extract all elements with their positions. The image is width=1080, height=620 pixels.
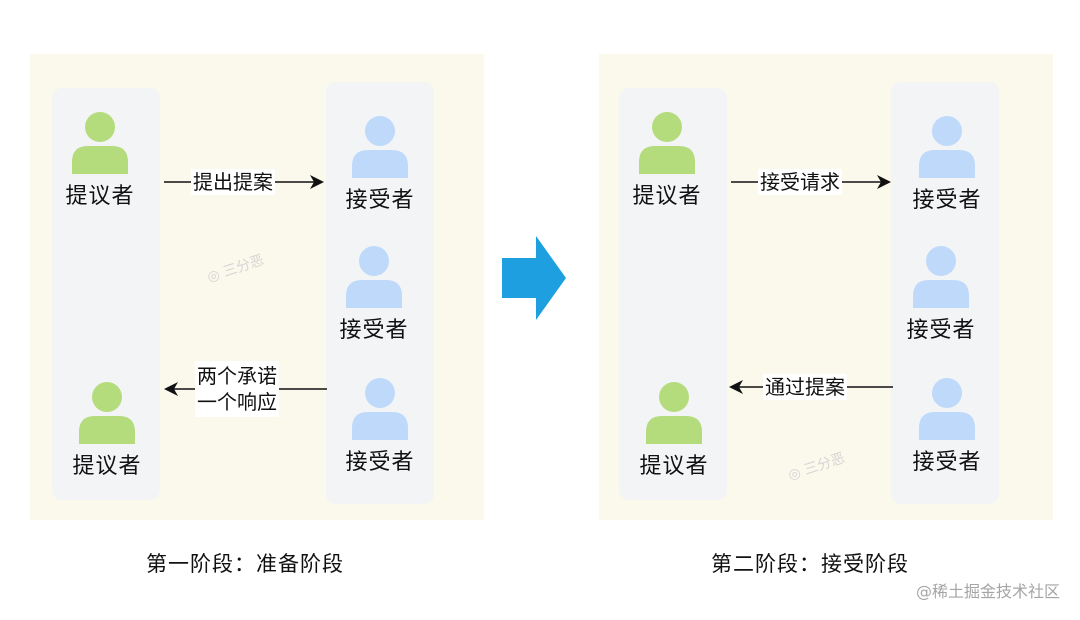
- promise-message-arrow: 两个承诺一个响应: [162, 361, 327, 417]
- acceptor-2: 接受者: [324, 244, 424, 344]
- accepted-label: 通过提案: [763, 374, 847, 400]
- user-icon: [352, 116, 408, 178]
- phase-transition-arrow: [502, 236, 566, 324]
- propose-message-label: 提出提案: [191, 169, 275, 195]
- user-icon: [646, 382, 702, 444]
- propose-message-arrow: 提出提案: [164, 169, 326, 195]
- proposer-label: 提议者: [639, 454, 709, 479]
- promise-message-label: 两个承诺一个响应: [195, 361, 279, 417]
- acceptor-2: 接受者: [891, 244, 991, 344]
- phase-1-caption: 第一阶段：准备阶段: [146, 552, 344, 576]
- proposer-label: 提议者: [72, 454, 142, 479]
- source-credit: @稀土掘金技术社区: [915, 582, 1060, 601]
- acceptor-3: 接受者: [330, 376, 430, 476]
- user-icon: [639, 112, 695, 174]
- user-icon: [352, 378, 408, 440]
- acceptor-3: 接受者: [897, 376, 997, 476]
- acceptor-label: 接受者: [339, 318, 409, 343]
- watermark-text: 三分恶: [221, 252, 267, 281]
- proposer-bottom: 提议者: [624, 380, 724, 480]
- proposer-bottom: 提议者: [57, 380, 157, 480]
- acceptor-1: 接受者: [330, 114, 430, 214]
- watermark: ◎ 三分恶: [786, 450, 848, 484]
- phase-2-panel: 提议者 提议者 接受者 接受者 接受者 接受请求: [599, 54, 1053, 520]
- user-icon: [919, 116, 975, 178]
- acceptor-label: 接受者: [912, 188, 982, 213]
- proposer-top: 提议者: [617, 110, 717, 210]
- promise-line-1: 两个承诺: [197, 364, 277, 388]
- accept-request-label: 接受请求: [758, 169, 842, 195]
- arrow-right-icon: [502, 236, 566, 320]
- acceptor-label: 接受者: [345, 450, 415, 475]
- acceptor-label: 接受者: [345, 188, 415, 213]
- acceptor-label: 接受者: [912, 450, 982, 475]
- acceptor-1: 接受者: [897, 114, 997, 214]
- proposer-top: 提议者: [50, 110, 150, 210]
- watermark: ◎ 三分恶: [205, 252, 267, 286]
- accept-request-arrow: 接受请求: [731, 169, 893, 195]
- user-icon: [913, 246, 969, 308]
- phase-1-panel: 提议者 提议者 接受者 接受者 接受者 提出提案: [30, 54, 484, 520]
- promise-line-2: 一个响应: [197, 390, 277, 414]
- proposer-label: 提议者: [632, 184, 702, 209]
- phase-2-caption: 第二阶段：接受阶段: [711, 552, 909, 576]
- user-icon: [72, 112, 128, 174]
- watermark-text: 三分恶: [802, 450, 848, 479]
- user-icon: [79, 382, 135, 444]
- user-icon: [346, 246, 402, 308]
- proposer-label: 提议者: [65, 184, 135, 209]
- accepted-arrow: 通过提案: [727, 374, 893, 400]
- acceptor-label: 接受者: [906, 318, 976, 343]
- user-icon: [919, 378, 975, 440]
